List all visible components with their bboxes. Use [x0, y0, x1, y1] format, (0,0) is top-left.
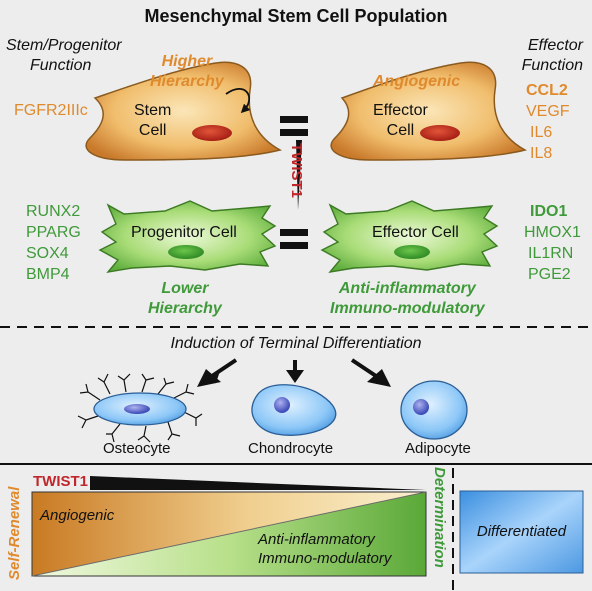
- effector-orange-nucleus: [420, 125, 460, 141]
- right-header: Effector Function: [522, 36, 583, 76]
- function-line: Immuno-modulatory: [330, 300, 485, 317]
- chondrocyte-nucleus: [274, 397, 290, 413]
- left-header-line: Function: [30, 57, 92, 74]
- marker-pparg: PPARG: [26, 224, 81, 241]
- left-header: Stem/Progenitor Function: [6, 36, 122, 76]
- adipocyte-nucleus: [413, 399, 429, 415]
- stem-cell-nucleus: [192, 125, 232, 141]
- right-header-line: Effector: [527, 37, 583, 54]
- anti-inflammatory-label: Anti-inflammatory Immuno-modulatory: [330, 279, 485, 319]
- osteocyte-shape: [77, 373, 203, 443]
- progenitor-cell-shape: [98, 200, 277, 274]
- equals-sign-bottom: [280, 229, 308, 249]
- adipocyte-label: Adipocyte: [405, 440, 471, 457]
- marker-ido1: IDO1: [530, 203, 568, 220]
- left-header-line: Stem/Progenitor: [6, 37, 122, 54]
- cell-label-line: Effector: [373, 102, 428, 119]
- marker-hmox1: HMOX1: [524, 224, 581, 241]
- cell-label-line: Cell: [138, 122, 167, 139]
- progenitor-cell-label: Progenitor Cell: [131, 224, 237, 241]
- lower-hierarchy-label: Lower Hierarchy: [148, 279, 222, 319]
- angiogenic-band-label: Angiogenic: [40, 507, 115, 524]
- marker-il6: IL6: [530, 124, 553, 141]
- determination-label: Determination: [431, 467, 448, 568]
- progenitor-markers: RUNX2 PPARG SOX4 BMP4: [26, 201, 81, 285]
- band-line: Anti-inflammatory: [258, 531, 375, 548]
- osteocyte-label: Osteocyte: [103, 440, 171, 457]
- right-header-line: Function: [521, 57, 583, 74]
- differentiated-box: [459, 490, 584, 574]
- hierarchy-line: Lower: [161, 280, 209, 297]
- twist-wedge-vertical: [296, 140, 302, 210]
- cell-label-line: Cell: [386, 122, 415, 139]
- effector-orange-shape: [330, 61, 528, 161]
- hierarchy-line: Higher: [161, 53, 213, 70]
- self-renewal-label: Self-Renewal: [6, 486, 23, 580]
- marker-bmp4: BMP4: [26, 266, 70, 283]
- induction-label: Induction of Terminal Differentiation: [170, 335, 422, 352]
- marker-il8: IL8: [530, 145, 553, 162]
- hierarchy-line: Hierarchy: [150, 73, 224, 90]
- marker-il1rn: IL1RN: [528, 245, 574, 262]
- effector-green-nucleus: [394, 245, 430, 259]
- marker-vegf: VEGF: [526, 103, 570, 120]
- cell-label-line: Stem: [134, 102, 172, 119]
- anti-inflammatory-band-label: Anti-inflammatory Immuno-modulatory: [258, 530, 391, 568]
- stem-cell-label: Stem Cell: [134, 101, 171, 141]
- differentiated-label: Differentiated: [476, 523, 567, 540]
- higher-hierarchy-label: Higher Hierarchy: [150, 52, 224, 92]
- function-line: Anti-inflammatory: [338, 280, 476, 297]
- band-line: Immuno-modulatory: [258, 550, 392, 567]
- progenitor-nucleus: [168, 245, 204, 259]
- marker-runx2: RUNX2: [26, 203, 81, 220]
- marker-sox4: SOX4: [26, 245, 69, 262]
- twist-horizontal-label: TWIST1: [33, 473, 88, 490]
- stem-cell-shape: [85, 61, 283, 161]
- marker-fgfr2iiic: FGFR2IIIc: [14, 102, 88, 119]
- adipocyte-shape: [400, 380, 468, 440]
- effector-green-label: Effector Cell: [372, 224, 459, 241]
- equals-sign-top: [280, 116, 308, 136]
- effector-green-markers: IDO1 HMOX1 IL1RN PGE2: [524, 201, 581, 285]
- induction-arrows: [197, 358, 391, 387]
- self-renewal-arrow: [225, 88, 251, 114]
- effector-orange-label: Effector Cell: [373, 101, 428, 141]
- gradient-band: [31, 491, 427, 577]
- effector-orange-markers: CCL2 VEGF IL6 IL8: [526, 80, 570, 164]
- angiogenic-label: Angiogenic: [373, 73, 461, 90]
- twist-wedge-horizontal: [90, 476, 426, 490]
- effector-green-shape: [320, 200, 499, 274]
- osteocyte-nucleus: [124, 404, 150, 414]
- marker-ccl2: CCL2: [526, 82, 568, 99]
- chondrocyte-shape: [251, 384, 337, 436]
- twist-vertical-label: TWIST1: [288, 143, 305, 198]
- page-title: Mesenchymal Stem Cell Population: [144, 6, 448, 26]
- marker-pge2: PGE2: [528, 266, 571, 283]
- hierarchy-line: Hierarchy: [148, 300, 222, 317]
- chondrocyte-label: Chondrocyte: [248, 440, 334, 457]
